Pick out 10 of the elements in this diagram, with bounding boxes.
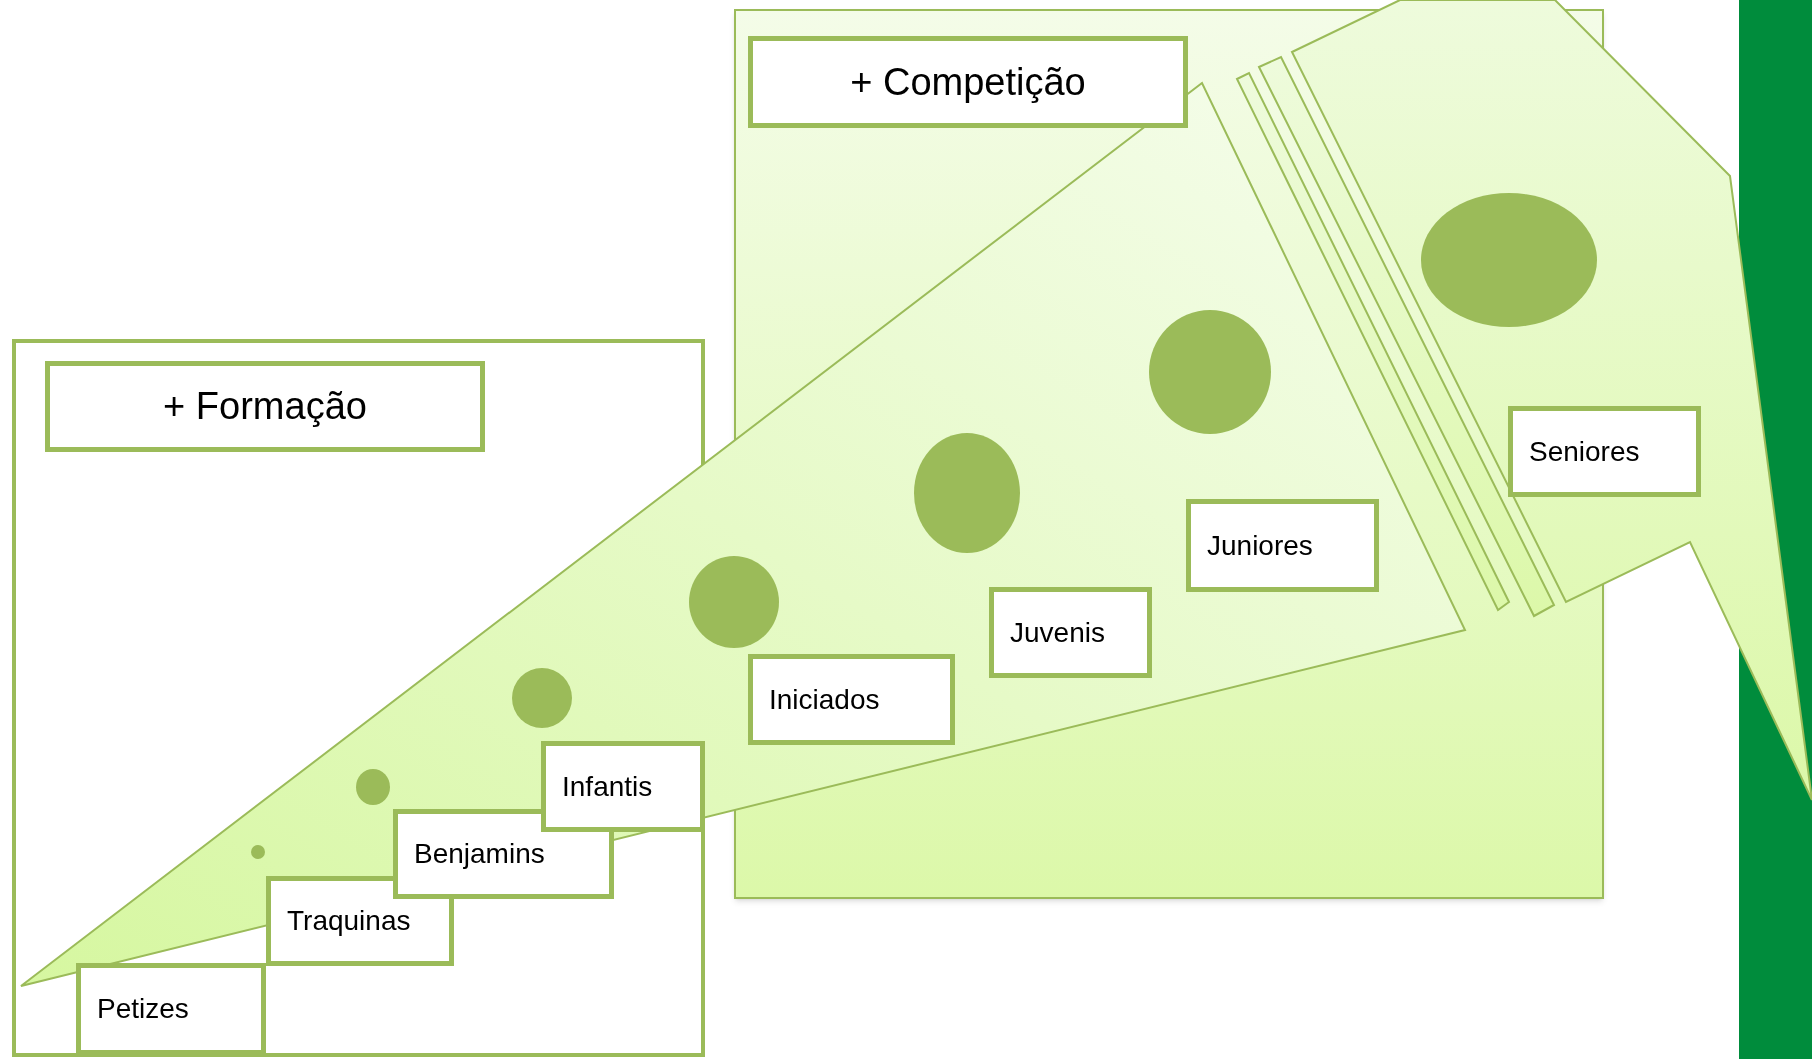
category-box: Iniciados (748, 654, 955, 745)
category-box: Juniores (1186, 499, 1379, 592)
category-box: Infantis (541, 741, 705, 832)
category-box: Traquinas (266, 876, 454, 966)
section-header-box: + Competição (748, 36, 1188, 128)
category-box: Seniores (1508, 406, 1701, 497)
category-box: Juvenis (989, 587, 1152, 678)
category-box: Benjamins (393, 809, 614, 899)
category-box: Petizes (76, 963, 266, 1055)
section-header-box: + Formação (45, 361, 485, 452)
